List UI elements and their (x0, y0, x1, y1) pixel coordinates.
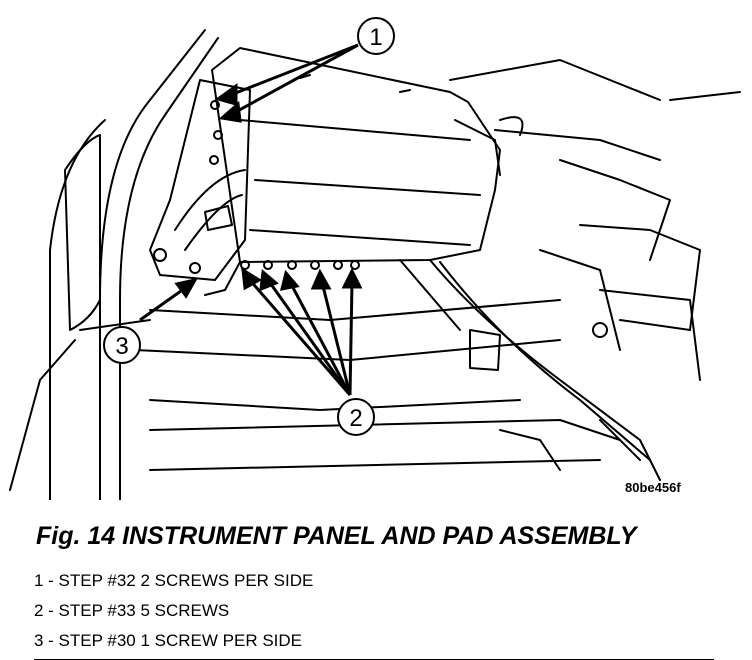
lower-structure (79, 259, 661, 481)
legend-item-1: 1 - STEP #32 2 SCREWS PER SIDE (34, 571, 314, 590)
legend-item-2: 2 - STEP #33 5 SCREWS (34, 601, 230, 620)
callout-1-label: 1 (369, 24, 382, 51)
figure-code: 80be456f (625, 480, 681, 495)
instrument-panel-pad (204, 47, 501, 296)
dash-structure (449, 59, 741, 381)
mounting-bracket (149, 79, 251, 281)
callout-3 (103, 326, 141, 364)
callout-3-label: 3 (115, 333, 128, 360)
callout-legend: 1 - STEP #32 2 SCREWS PER SIDE 2 - STEP … (34, 566, 313, 656)
figure-caption: Fig. 14 INSTRUMENT PANEL AND PAD ASSEMBL… (36, 522, 637, 550)
instrument-panel-illustration: 1 2 3 80be456f (9, 17, 741, 500)
callout-1 (357, 17, 395, 55)
callout-arrows (139, 43, 363, 396)
lower-screws (240, 260, 360, 270)
legend-item-3: 3 - STEP #30 1 SCREW PER SIDE (34, 631, 302, 650)
callout-2 (337, 398, 375, 436)
door-frame (9, 29, 219, 500)
callout-2-label: 2 (349, 405, 362, 432)
